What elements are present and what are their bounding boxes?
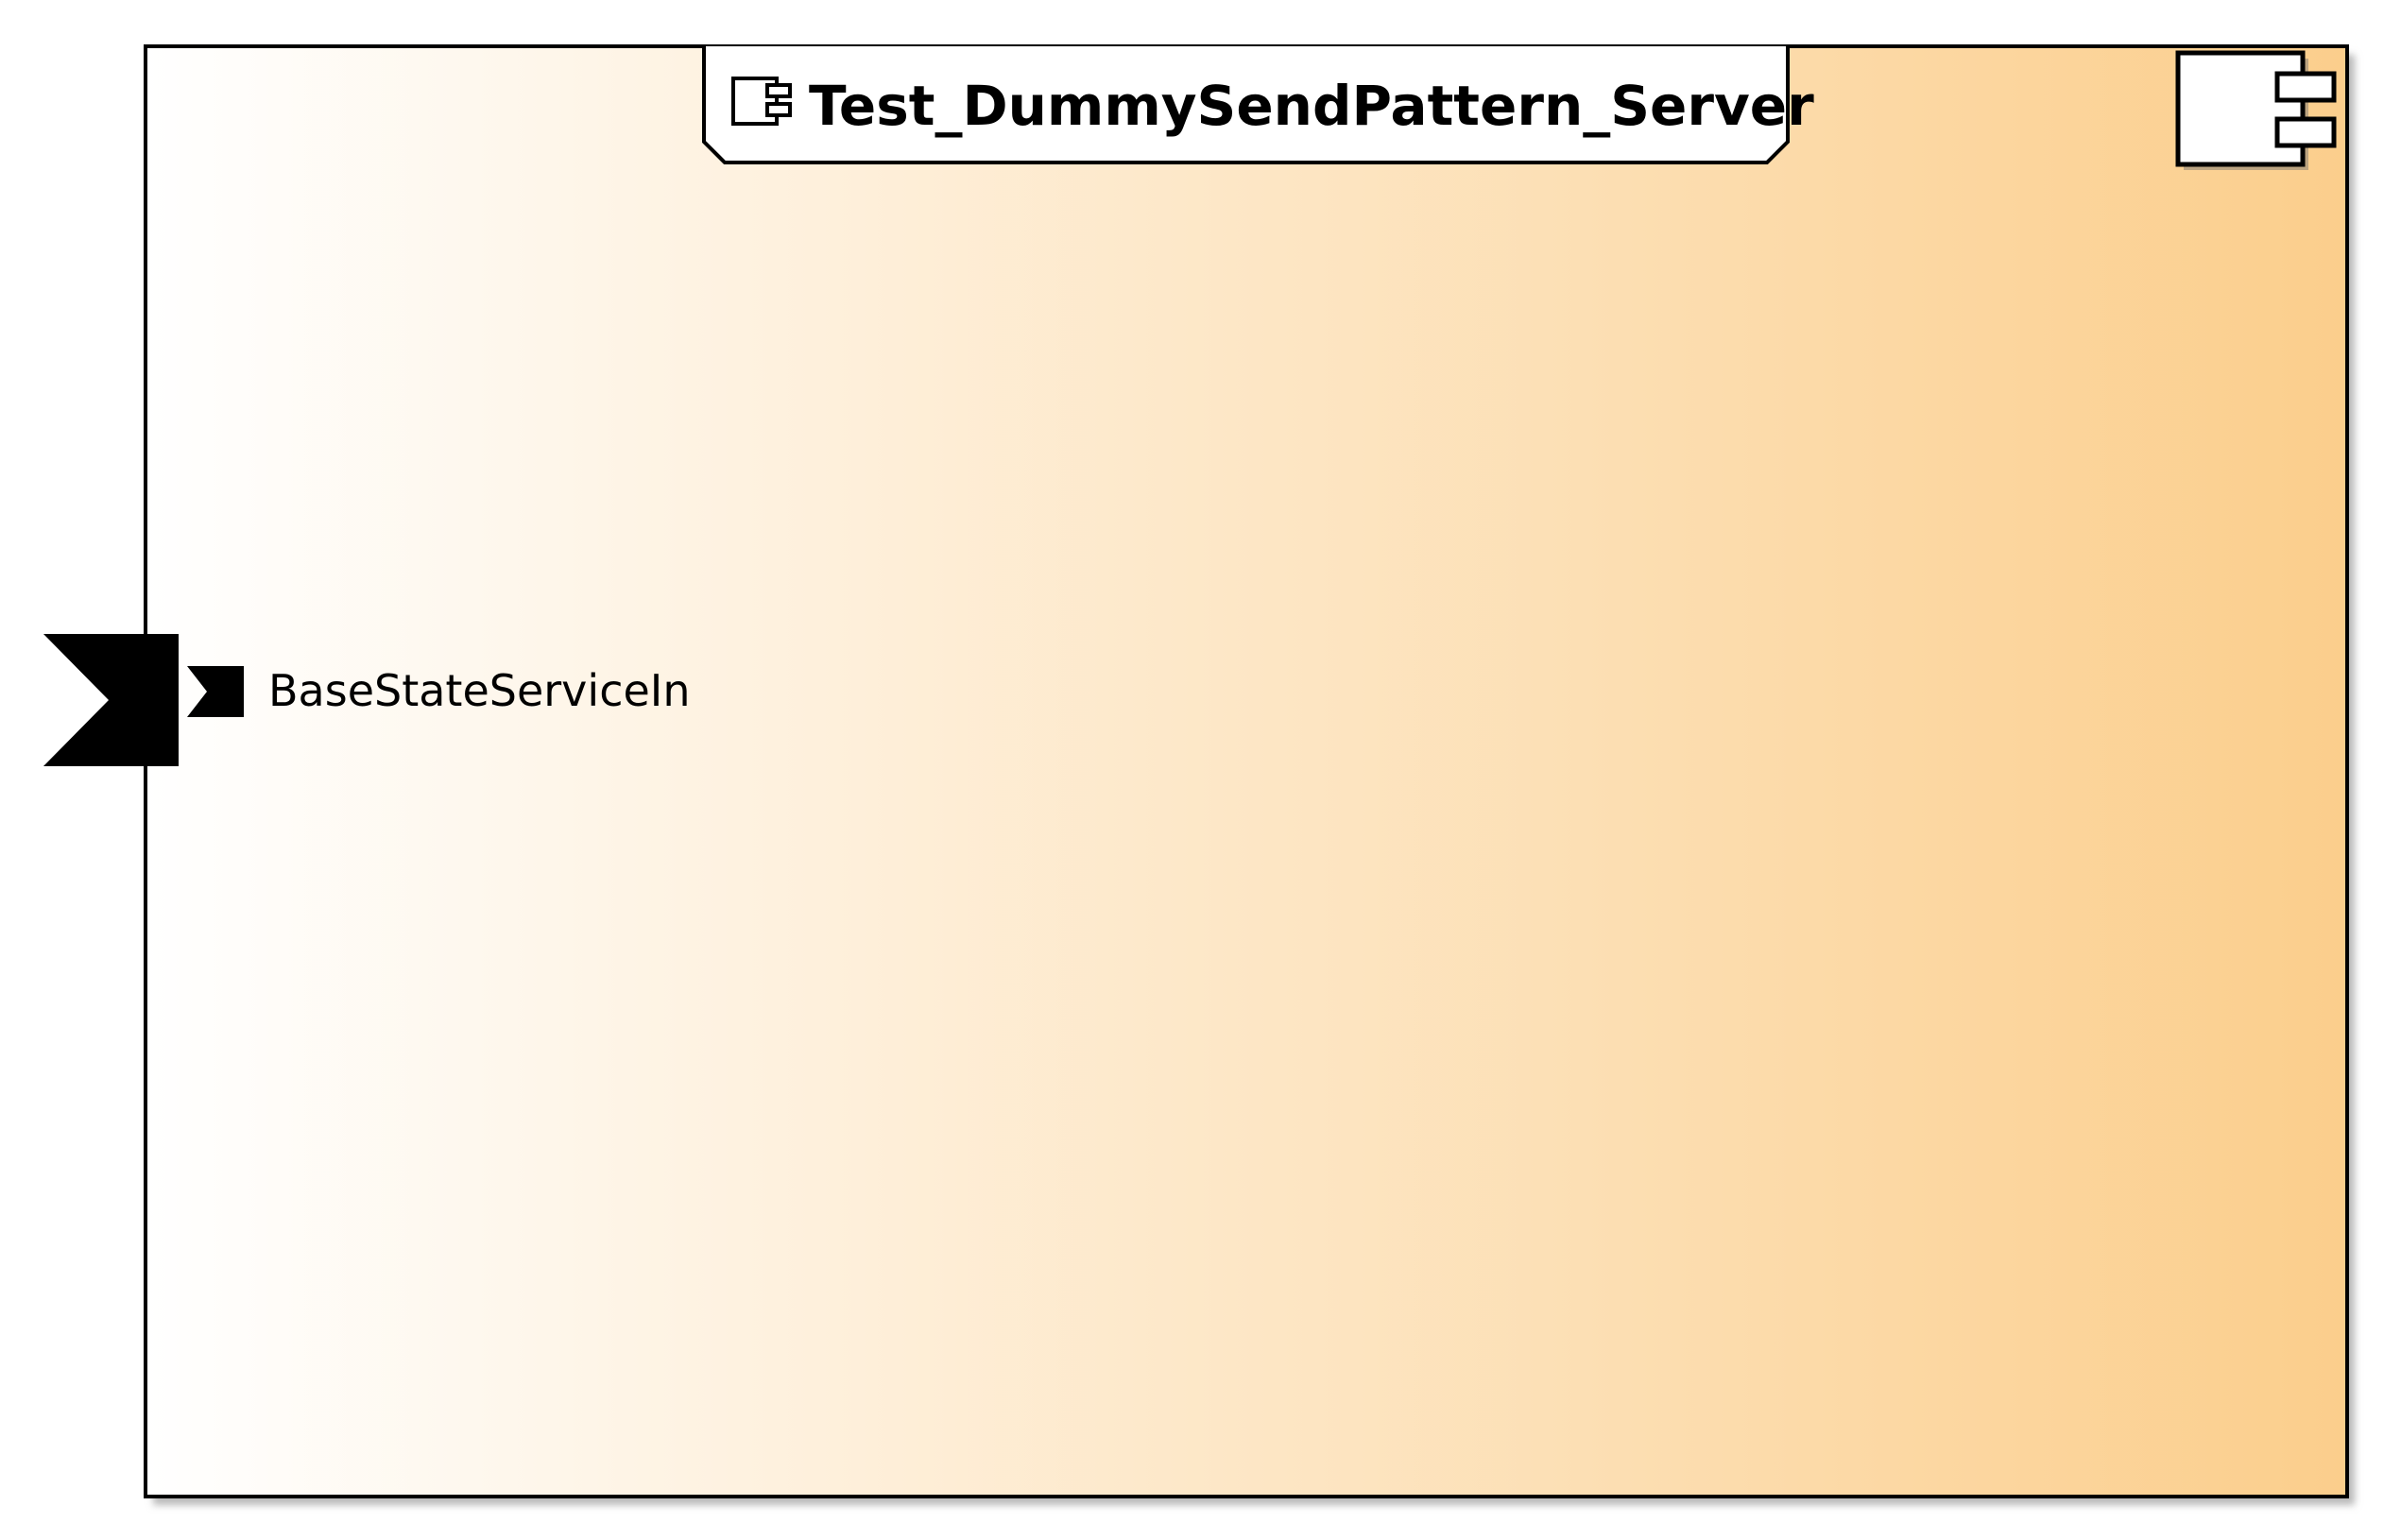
port-direction-icon (187, 666, 244, 717)
component-frame[interactable] (144, 44, 2349, 1498)
title-tab-outline (702, 46, 1790, 164)
port-label: BaseStateServiceIn (268, 665, 691, 716)
component-icon (731, 77, 792, 126)
component-title: Test_DummySendPattern_Server (809, 74, 1814, 138)
component-title-tab[interactable]: Test_DummySendPattern_Server (702, 46, 1814, 164)
port-base-state-service-in[interactable]: BaseStateServiceIn (43, 634, 691, 766)
receive-port-icon (43, 634, 179, 766)
component-stereotype-icon (2175, 50, 2337, 170)
